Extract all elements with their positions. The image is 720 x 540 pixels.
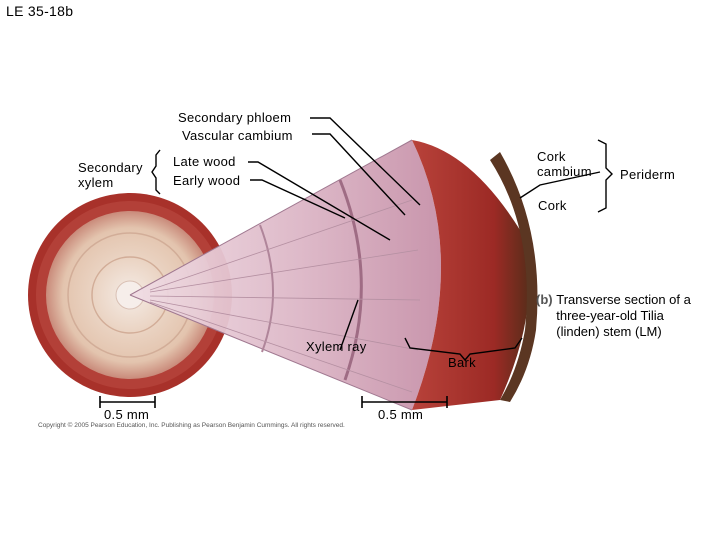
label-xylem-ray: Xylem ray	[306, 339, 367, 354]
magnified-wedge	[129, 139, 441, 411]
label-periderm: Periderm	[620, 167, 676, 182]
figure-caption: (b) Transverse section of a three-year-o…	[536, 292, 696, 340]
label-scale-left: 0.5 mm	[104, 407, 150, 422]
bark-region	[412, 140, 538, 410]
label-cork: Cork	[538, 198, 567, 213]
copyright-notice: Copyright © 2005 Pearson Education, Inc.…	[38, 422, 345, 429]
label-late-wood: Late wood	[173, 154, 236, 169]
scale-bars	[99, 396, 448, 408]
label-secondary-phloem: Secondary phloem	[178, 110, 292, 125]
label-early-wood: Early wood	[173, 173, 241, 188]
label-cork-cambium: Cork cambium	[537, 149, 592, 179]
label-secondary-xylem: Secondary xylem	[78, 160, 143, 190]
slide-title: LE 35-18b	[6, 3, 74, 19]
caption-text: Transverse section of a three-year-old T…	[556, 292, 691, 339]
label-leader-lines	[151, 117, 613, 362]
label-scale-right: 0.5 mm	[378, 407, 424, 422]
caption-letter: (b)	[536, 292, 553, 307]
label-bark: Bark	[448, 355, 476, 370]
label-vascular-cambium: Vascular cambium	[182, 128, 293, 143]
